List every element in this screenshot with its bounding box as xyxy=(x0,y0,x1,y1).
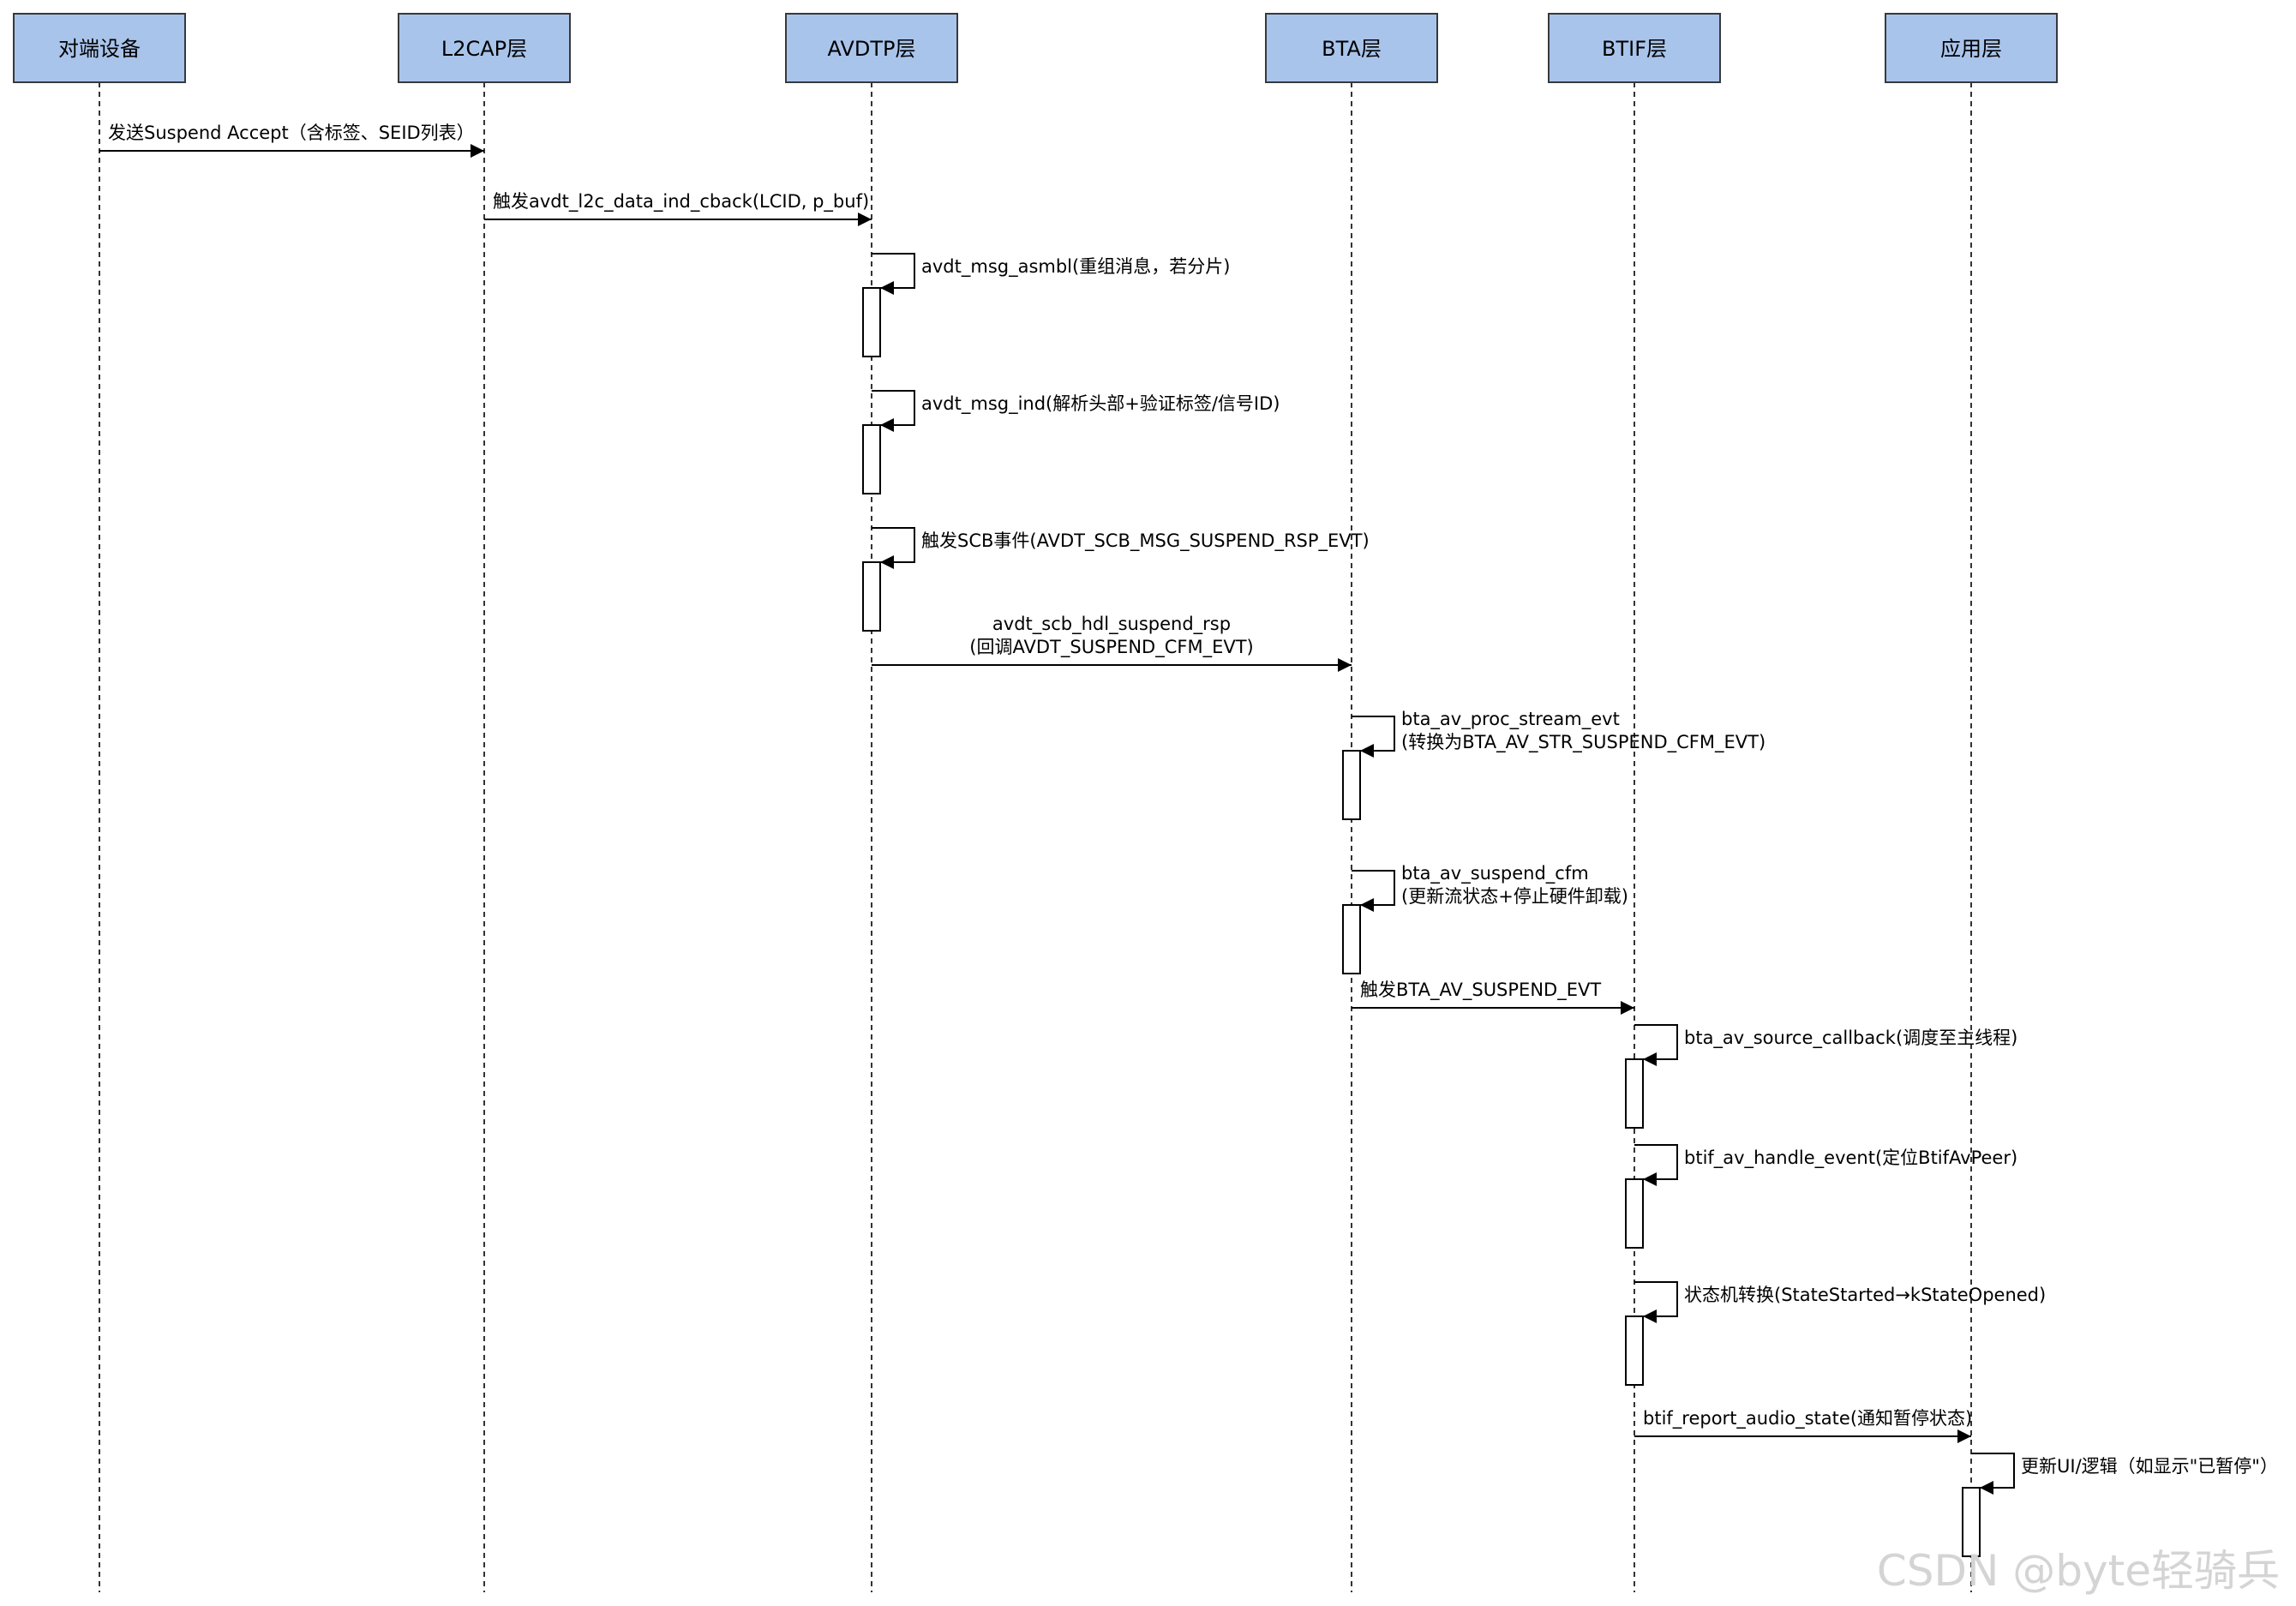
activation-bar xyxy=(1625,1315,1644,1386)
message-label: bta_av_suspend_cfm xyxy=(1401,863,1589,884)
message-label: (更新流状态+停止硬件卸载) xyxy=(1401,886,1628,907)
activation-bar xyxy=(862,561,881,632)
message-4: avdt_msg_ind(解析头部+验证标签/信号ID) xyxy=(862,390,1280,494)
lane-header-peer: 对端设备 xyxy=(13,13,186,83)
message-label: avdt_scb_hdl_suspend_rsp xyxy=(992,614,1231,635)
message-label: 更新UI/逻辑（如显示"已暂停"） xyxy=(2021,1456,2278,1477)
message-9: 触发BTA_AV_SUSPEND_EVT xyxy=(1352,980,1634,1015)
lane-header-l2cap: L2CAP层 xyxy=(398,13,571,83)
lane-title-btif: BTIF层 xyxy=(1602,37,1667,61)
message-label: 触发SCB事件(AVDT_SCB_MSG_SUSPEND_RSP_EVT) xyxy=(921,530,1370,552)
message-label: bta_av_proc_stream_evt xyxy=(1401,709,1620,730)
self-call-arrow xyxy=(1352,870,1395,912)
message-7: bta_av_proc_stream_evt(转换为BTA_AV_STR_SUS… xyxy=(1342,709,1765,820)
message-8: bta_av_suspend_cfm(更新流状态+停止硬件卸载) xyxy=(1342,863,1628,974)
message-label: bta_av_source_callback(调度至主线程) xyxy=(1684,1028,2017,1049)
self-call-arrow xyxy=(1352,716,1395,758)
lane-header-btif: BTIF层 xyxy=(1548,13,1721,83)
self-call-arrow xyxy=(872,390,915,432)
lane-title-l2cap: L2CAP层 xyxy=(441,37,527,61)
message-label: btif_report_audio_state(通知暂停状态) xyxy=(1643,1408,1972,1429)
lane-box-btif xyxy=(1548,13,1721,83)
message-label: 触发avdt_l2c_data_ind_cback(LCID, p_buf) xyxy=(493,191,869,213)
self-call-arrow xyxy=(1634,1281,1678,1323)
message-2: 触发avdt_l2c_data_ind_cback(LCID, p_buf) xyxy=(484,191,872,226)
message-label: btif_av_handle_event(定位BtifAvPeer) xyxy=(1684,1148,2017,1169)
message-10: bta_av_source_callback(调度至主线程) xyxy=(1625,1024,2017,1129)
activation-bar xyxy=(1625,1178,1644,1249)
message-6: avdt_scb_hdl_suspend_rsp(回调AVDT_SUSPEND_… xyxy=(872,614,1352,672)
self-call-arrow xyxy=(1971,1453,2015,1495)
self-call-arrow xyxy=(872,527,915,569)
lane-header-app: 应用层 xyxy=(1885,13,2058,83)
self-call-arrow xyxy=(1634,1024,1678,1066)
message-13: btif_report_audio_state(通知暂停状态) xyxy=(1634,1408,1972,1443)
message-label: 触发BTA_AV_SUSPEND_EVT xyxy=(1360,980,1601,1001)
lane-box-avdtp xyxy=(785,13,958,83)
self-call-arrow xyxy=(1634,1144,1678,1186)
lane-box-peer xyxy=(13,13,186,83)
activation-bar xyxy=(862,424,881,494)
lane-title-bta: BTA层 xyxy=(1322,37,1382,61)
lane-title-app: 应用层 xyxy=(1940,37,2002,61)
lane-box-l2cap xyxy=(398,13,571,83)
watermark-text: CSDN @byte轻骑兵 xyxy=(1877,1546,2280,1596)
message-label: (回调AVDT_SUSPEND_CFM_EVT) xyxy=(969,637,1253,658)
self-call-arrow xyxy=(872,253,915,295)
activation-bar xyxy=(1342,904,1361,974)
message-label: 状态机转换(StateStarted→kStateOpened) xyxy=(1684,1285,2046,1305)
lane-title-peer: 对端设备 xyxy=(58,37,141,61)
message-11: btif_av_handle_event(定位BtifAvPeer) xyxy=(1625,1144,2017,1249)
message-1: 发送Suspend Accept（含标签、SEID列表） xyxy=(99,123,484,158)
message-5: 触发SCB事件(AVDT_SCB_MSG_SUSPEND_RSP_EVT) xyxy=(862,527,1370,632)
message-3: avdt_msg_asmbl(重组消息，若分片) xyxy=(862,253,1230,357)
lane-header-bta: BTA层 xyxy=(1265,13,1438,83)
message-14: 更新UI/逻辑（如显示"已暂停"） xyxy=(1962,1453,2278,1557)
lane-title-avdtp: AVDTP层 xyxy=(828,37,916,61)
activation-bar xyxy=(1625,1058,1644,1129)
activation-bar xyxy=(862,287,881,357)
lane-box-app xyxy=(1885,13,2058,83)
activation-bar xyxy=(1962,1487,1981,1557)
message-label: 发送Suspend Accept（含标签、SEID列表） xyxy=(108,123,475,143)
message-12: 状态机转换(StateStarted→kStateOpened) xyxy=(1625,1281,2046,1386)
lane-header-avdtp: AVDTP层 xyxy=(785,13,958,83)
activation-bar xyxy=(1342,750,1361,820)
message-label: (转换为BTA_AV_STR_SUSPEND_CFM_EVT) xyxy=(1401,732,1765,753)
lane-box-bta xyxy=(1265,13,1438,83)
message-label: avdt_msg_asmbl(重组消息，若分片) xyxy=(921,256,1230,278)
message-label: avdt_msg_ind(解析头部+验证标签/信号ID) xyxy=(921,393,1280,415)
